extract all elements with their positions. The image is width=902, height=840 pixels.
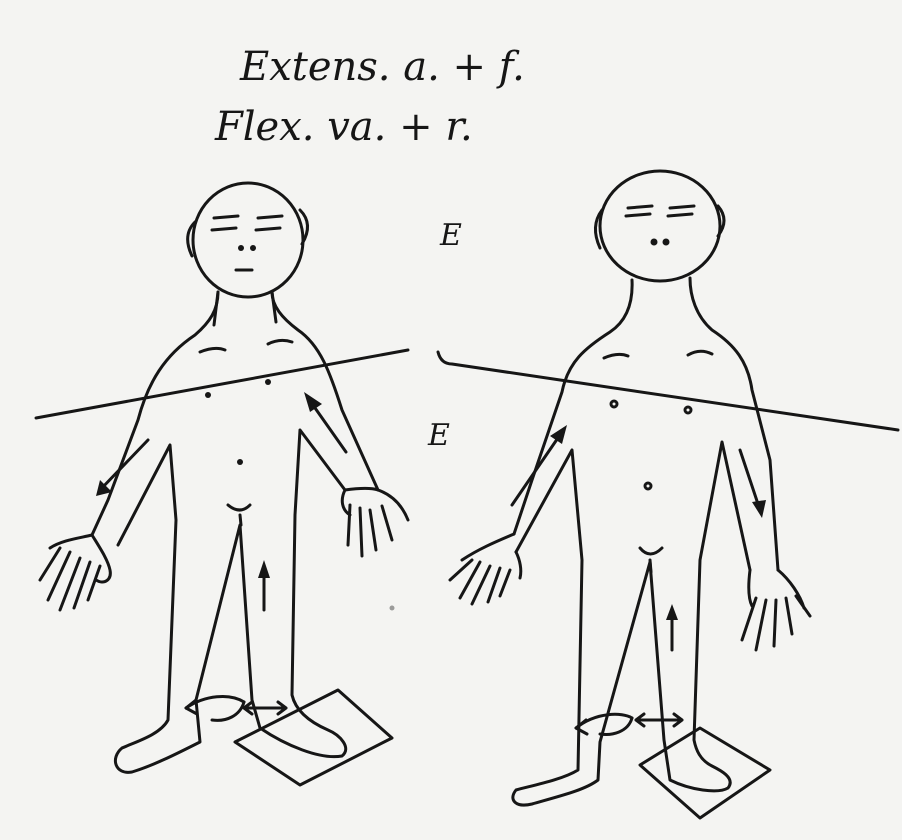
right-figure-hand-left: [450, 534, 521, 604]
left-figure-neck-left: [214, 292, 218, 325]
heading-flexion: Flex. va. + r.: [214, 104, 473, 150]
left-figure-clavicle-right: [268, 340, 292, 344]
right-figure: [450, 171, 810, 818]
heading-extension: Extens. a. + f.: [239, 44, 525, 90]
right-figure-hand-right: [742, 570, 810, 650]
left-figure-hand-right: [342, 489, 408, 557]
divider-line-left: [36, 350, 408, 418]
right-figure-ground-square: [640, 728, 770, 818]
left-figure-head: [193, 183, 303, 297]
right-figure-nipple-left: [611, 401, 617, 407]
left-figure-neck-right: [272, 292, 276, 322]
divider-line-right: [438, 352, 898, 430]
right-figure-head: [600, 171, 720, 281]
right-figure-navel: [645, 483, 651, 489]
right-figure-clavicle-left: [604, 354, 628, 358]
right-figure-clavicle-right: [688, 351, 712, 355]
left-figure-groin: [228, 505, 250, 525]
left-figure-navel: [237, 459, 243, 465]
right-figure-nipple-right: [685, 407, 691, 413]
left-figure-nipple-right: [265, 379, 271, 385]
left-figure: [40, 183, 408, 785]
left-figure-nipple-left: [205, 392, 211, 398]
right-figure-groin: [640, 548, 662, 572]
left-figure-ground-square: [235, 690, 392, 785]
right-figure-face: [626, 206, 694, 246]
left-figure-face: [212, 216, 282, 270]
paper-speck: [390, 606, 395, 611]
left-figure-hand-left: [40, 535, 110, 610]
left-figure-clavicle-left: [200, 348, 225, 352]
zone-label-upper: E: [439, 218, 462, 253]
zone-label-lower: E: [427, 418, 450, 453]
